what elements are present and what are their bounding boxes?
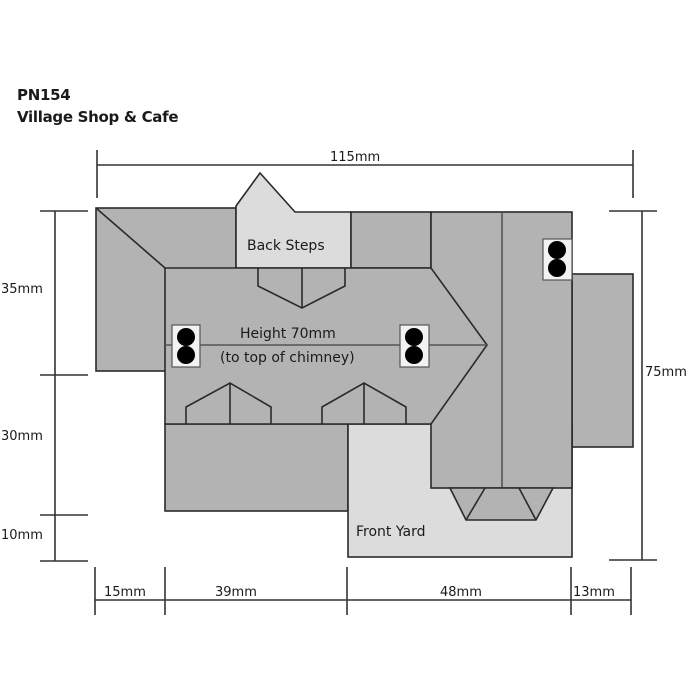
height-label: Height 70mm <box>240 326 336 342</box>
dim-bottom-2: 48mm <box>440 585 482 600</box>
main-hip-roof <box>164 267 488 425</box>
dim-bottom-1: 39mm <box>215 585 257 600</box>
dim-bottom-0: 15mm <box>104 585 146 600</box>
front-porch-roof <box>448 487 555 521</box>
chimney-middle <box>399 324 430 368</box>
dim-top-total: 115mm <box>330 150 380 165</box>
height-note-label: (to top of chimney) <box>220 350 355 366</box>
dim-left-2: 10mm <box>1 528 43 543</box>
dim-left-1: 30mm <box>1 429 43 444</box>
side-annex <box>571 273 634 448</box>
chimney-left <box>171 324 201 368</box>
dim-bottom-3: 13mm <box>573 585 615 600</box>
chimney-right <box>542 238 573 281</box>
front-lower-block <box>164 423 349 512</box>
product-code: PN154 <box>17 86 71 104</box>
front-yard-label: Front Yard <box>356 524 425 540</box>
upper-middle-block <box>350 211 432 269</box>
back-steps-label: Back Steps <box>247 238 325 254</box>
dim-left-0: 35mm <box>1 282 43 297</box>
dim-right-total: 75mm <box>645 365 687 380</box>
product-name: Village Shop & Cafe <box>17 108 179 126</box>
